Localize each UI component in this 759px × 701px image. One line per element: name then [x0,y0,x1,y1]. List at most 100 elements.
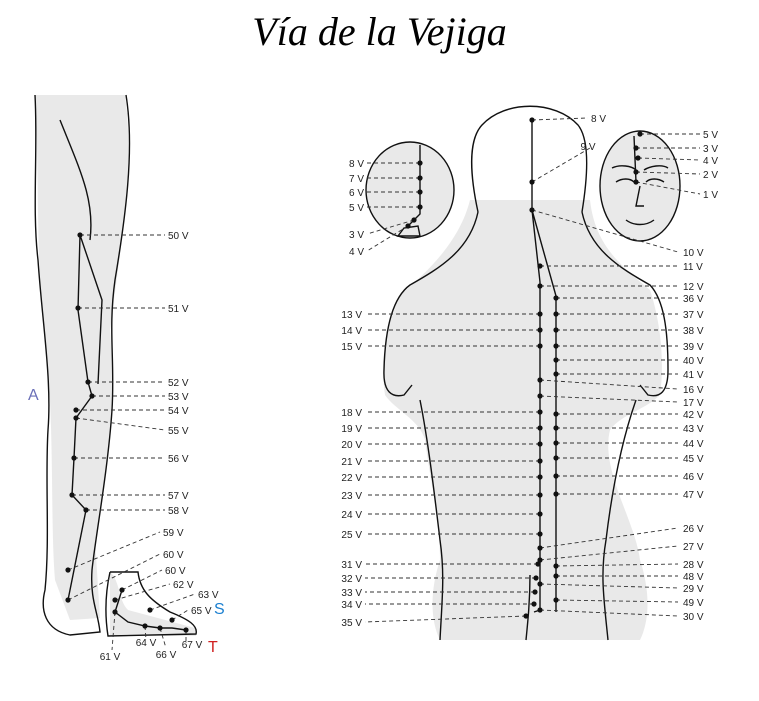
acupoint-dot [553,455,559,461]
acupoint-dot [112,609,118,615]
acupoint-label: 65 V [191,606,212,617]
acupoint-dot [553,440,559,446]
acupoint-label: 14 V [341,326,362,337]
acupoint-label: 15 V [341,342,362,353]
acupoint-label: 34 V [341,600,362,611]
acupoint-label: 24 V [341,510,362,521]
leader-line [539,545,679,561]
leader-line [539,583,679,589]
acupoint-label: 59 V [163,528,184,539]
acupoint-label: 67 V [182,640,203,651]
leader-line [366,225,409,252]
acupoint-dot [537,492,543,498]
acupoint-label: 35 V [341,618,362,629]
acupoint-label: 60 V [165,566,186,577]
leader-line [555,599,679,603]
acupoint-dot [537,557,543,563]
acupoint-dot [553,473,559,479]
acupoint-dot [65,567,71,573]
acupoint-dot [537,327,543,333]
acupoint-label: 22 V [341,473,362,484]
acupoint-label: 10 V [683,248,704,259]
acupoint-label: 38 V [683,326,704,337]
acupoint-label: 63 V [198,590,219,601]
acupoint-label: 11 V [683,262,703,273]
label-s: S [214,601,225,618]
acupoint-dot [633,145,639,151]
acupoint-label: 55 V [168,426,189,437]
acupoint-label: 28 V [683,560,704,571]
acupoint-label: 13 V [341,310,362,321]
acupoint-dot [417,175,423,181]
acupoint-dot [553,425,559,431]
acupoint-label: 20 V [341,440,362,451]
acupoint-dot [553,573,559,579]
leader-line [531,209,679,253]
label-t: T [208,639,218,656]
leader-line [114,583,171,601]
acupoint-dot [553,491,559,497]
acupoint-label: 45 V [683,454,704,465]
acupoint-dot [169,617,175,623]
acupoint-dot [523,613,529,619]
acupoint-dot [537,283,543,289]
acupoint-dot [417,189,423,195]
leader-line [121,569,163,591]
acupoint-dot [112,597,118,603]
acupoint-label: 44 V [683,439,704,450]
acupoint-label: 39 V [683,342,704,353]
acupoint-label: 29 V [683,584,704,595]
leader-line [364,615,527,623]
acupoint-label: 5 V [703,130,718,141]
acupoint-label: 60 V [163,550,184,561]
acupoint-dot [537,409,543,415]
acupoint-dot [69,492,75,498]
acupoint-label: 36 V [683,294,704,305]
leader-line [366,219,415,235]
leader-line [539,527,679,549]
acupoint-label: 49 V [683,598,704,609]
acupoint-label: 57 V [168,491,189,502]
acupoint-label: 23 V [341,491,362,502]
acupoint-dot [89,393,95,399]
acupoint-dot [537,545,543,551]
leader-line [539,395,679,403]
acupoint-dot [531,601,537,607]
acupoint-dot [553,563,559,569]
acupoint-dot [537,581,543,587]
leader-line [635,171,701,175]
acupoint-dot [77,232,83,238]
acupoint-dot [553,597,559,603]
acupoint-dot [405,223,411,229]
acupoint-dot [537,393,543,399]
acupoint-dot [142,623,148,629]
leader-line [67,553,161,601]
acupoint-label: 17 V [683,398,704,409]
acupoint-label: 3 V [349,230,364,241]
acupoint-dot [553,327,559,333]
acupoint-dot [537,511,543,517]
label-a: A [28,387,39,404]
head-side-figure [365,141,455,239]
acupoint-label: 27 V [683,542,704,553]
acupoint-label: 3 V [703,144,718,155]
acupoint-label: 56 V [168,454,189,465]
acupoint-label: 54 V [168,406,189,417]
acupoint-dot [533,575,539,581]
acupoint-label: 4 V [703,156,718,167]
acupoint-label: 12 V [683,282,704,293]
acupoint-label: 2 V [703,170,718,181]
acupoint-dot [537,441,543,447]
acupoint-label: 21 V [341,457,362,468]
acupoint-label: 1 V [703,190,718,201]
acupoint-label: 46 V [683,472,704,483]
acupoint-label: 4 V [349,247,364,258]
leader-line [149,593,196,611]
acupoint-label: 30 V [683,612,704,623]
acupoint-marks: 50 V51 V52 V53 V54 V55 V56 V57 V58 V59 V… [65,114,718,663]
acupoint-label: 8 V [591,114,606,125]
leader-line [531,147,591,183]
acupoint-dot [119,587,125,593]
acupoint-label: 8 V [349,159,364,170]
leader-line [67,531,161,571]
